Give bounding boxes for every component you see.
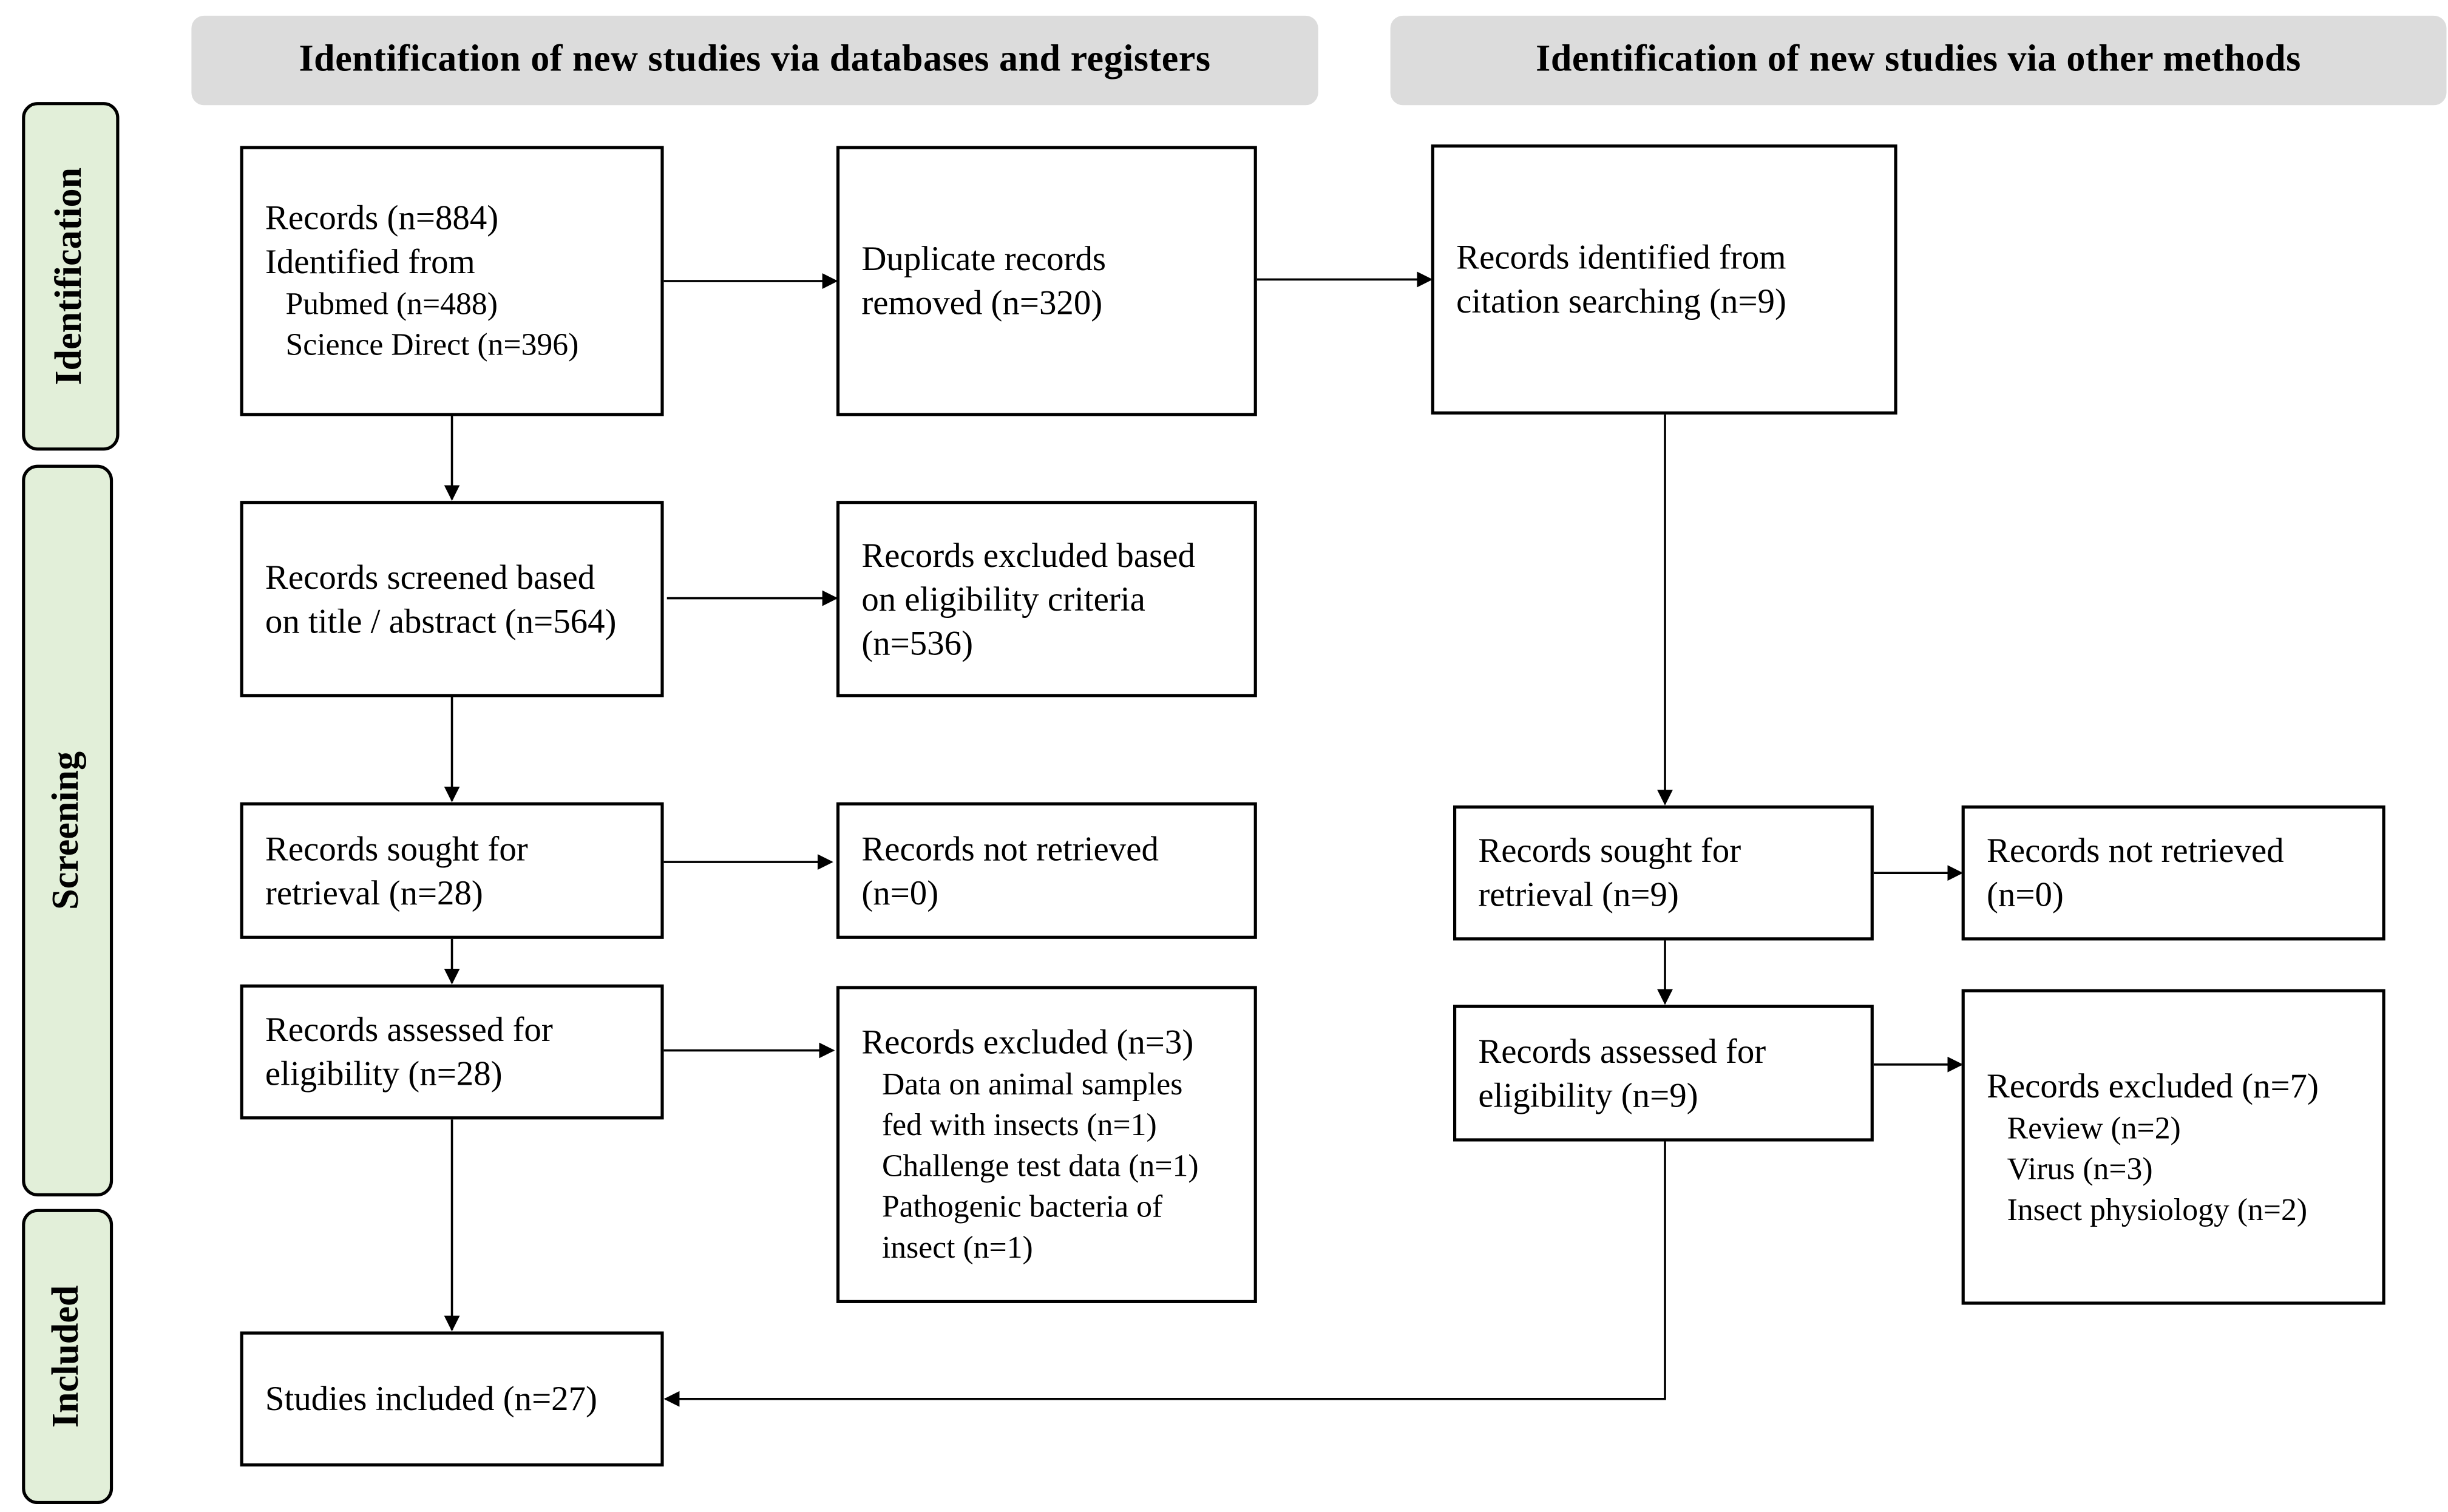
- header-other-methods: Identification of new studies via other …: [1390, 15, 2447, 106]
- records-identified-from: Identified from: [265, 242, 475, 282]
- studies-included-text: Studies included (n=27): [265, 1378, 597, 1418]
- excluded-eligibility-line2: on eligibility criteria: [861, 578, 1145, 618]
- duplicates-line2: removed (n=320): [861, 282, 1103, 322]
- box-records-excluded: Records excluded (n=3) Data on animal sa…: [836, 986, 1257, 1303]
- excluded-reason: insect (n=1): [881, 1230, 1033, 1266]
- other-sought-line2: retrieval (n=9): [1478, 874, 1679, 914]
- source-science-direct: Science Direct (n=396): [285, 328, 579, 363]
- other-sought-line1: Records sought for: [1478, 830, 1741, 870]
- excluded-reason: Challenge test data (n=1): [881, 1149, 1199, 1184]
- sought-line2: retrieval (n=28): [265, 872, 483, 912]
- assessed-line2: eligibility (n=28): [265, 1053, 503, 1093]
- box-other-records-assessed: Records assessed for eligibility (n=9): [1453, 1005, 1874, 1142]
- header-databases: Identification of new studies via databa…: [191, 15, 1318, 106]
- excluded-reason: Data on animal samples: [881, 1067, 1183, 1102]
- excluded-eligibility-line3: (n=536): [861, 622, 974, 662]
- box-records-not-retrieved: Records not retrieved (n=0): [836, 802, 1257, 939]
- excluded-eligibility-line1: Records excluded based: [861, 534, 1195, 574]
- duplicates-line1: Duplicate records: [861, 239, 1107, 278]
- not-retrieved-line2: (n=0): [861, 872, 939, 912]
- citation-line2: citation searching (n=9): [1456, 281, 1786, 320]
- other-assessed-line1: Records assessed for: [1478, 1031, 1766, 1070]
- phase-identification: Identification: [22, 102, 120, 451]
- other-excluded-title: Records excluded (n=7): [1986, 1065, 2319, 1105]
- sought-line1: Records sought for: [265, 828, 528, 868]
- other-excluded-reason: Review (n=2): [2007, 1111, 2181, 1145]
- excluded-reason: fed with insects (n=1): [881, 1108, 1157, 1144]
- box-other-records-excluded: Records excluded (n=7) Review (n=2) Viru…: [1961, 989, 2385, 1305]
- assessed-line1: Records assessed for: [265, 1009, 553, 1049]
- header-other-methods-text: Identification of new studies via other …: [1536, 39, 2301, 80]
- box-records-sought: Records sought for retrieval (n=28): [240, 802, 664, 939]
- header-databases-text: Identification of new studies via databa…: [299, 39, 1211, 80]
- citation-line1: Records identified from: [1456, 237, 1786, 277]
- box-citation-searching: Records identified from citation searchi…: [1431, 144, 1897, 415]
- excluded-reason: Pathogenic bacteria of: [881, 1190, 1163, 1225]
- box-duplicates-removed: Duplicate records removed (n=320): [836, 146, 1257, 416]
- other-excluded-reason: Virus (n=3): [2007, 1151, 2153, 1187]
- other-not-retrieved-line1: Records not retrieved: [1986, 830, 2284, 870]
- records-identified-count: Records (n=884): [265, 197, 499, 237]
- phase-included: Included: [22, 1209, 114, 1505]
- box-other-records-sought: Records sought for retrieval (n=9): [1453, 805, 1874, 941]
- screened-line2: on title / abstract (n=564): [265, 600, 617, 640]
- box-records-assessed: Records assessed for eligibility (n=28): [240, 984, 664, 1120]
- excluded-title: Records excluded (n=3): [861, 1022, 1194, 1062]
- not-retrieved-line1: Records not retrieved: [861, 828, 1159, 868]
- box-records-excluded-eligibility: Records excluded based on eligibility cr…: [836, 501, 1257, 697]
- box-records-identified: Records (n=884) Identified from Pubmed (…: [240, 146, 664, 416]
- other-assessed-line2: eligibility (n=9): [1478, 1074, 1698, 1114]
- screened-line1: Records screened based: [265, 556, 595, 596]
- other-not-retrieved-line2: (n=0): [1986, 874, 2064, 914]
- phase-screening: Screening: [22, 464, 114, 1197]
- arrow-other-assessed-to-included: [663, 1141, 1666, 1407]
- box-other-not-retrieved: Records not retrieved (n=0): [1961, 805, 2385, 941]
- source-pubmed: Pubmed (n=488): [285, 287, 498, 322]
- box-studies-included: Studies included (n=27): [240, 1331, 664, 1466]
- other-excluded-reason: Insect physiology (n=2): [2007, 1192, 2308, 1227]
- box-records-screened: Records screened based on title / abstra…: [240, 501, 664, 697]
